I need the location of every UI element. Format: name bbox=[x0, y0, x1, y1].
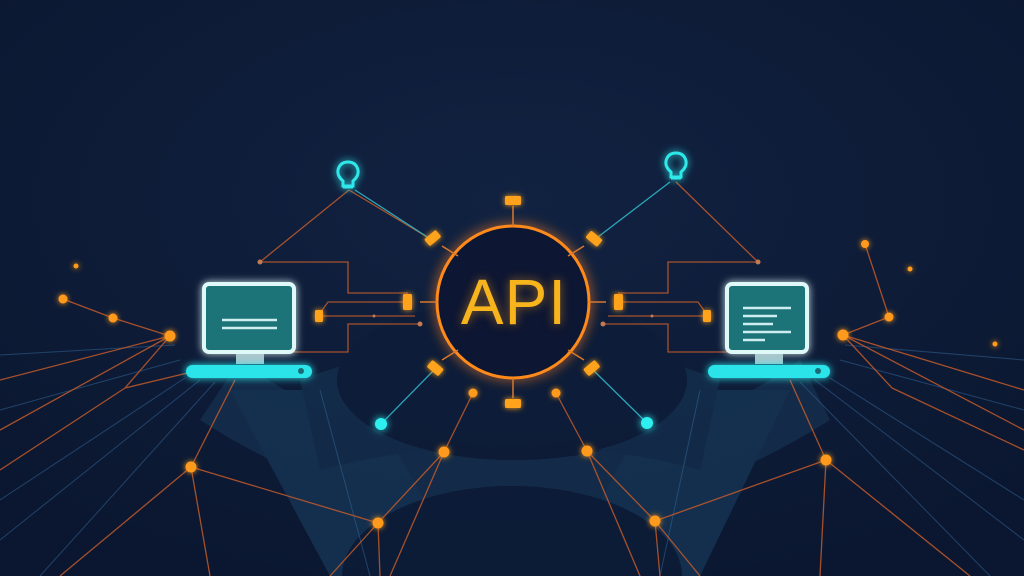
bulb-icon-right bbox=[664, 151, 688, 180]
api-hub bbox=[315, 196, 711, 408]
network-lines-cyan bbox=[354, 181, 671, 425]
network-lines-orange bbox=[0, 181, 1024, 576]
cyan-nodes bbox=[375, 417, 653, 430]
orange-nodes bbox=[58, 240, 998, 529]
perspective-lines-blue bbox=[0, 344, 1024, 576]
bulb-icon-left bbox=[336, 160, 360, 189]
computer-icon-left bbox=[186, 282, 312, 378]
trace-end-dots bbox=[257, 259, 761, 327]
computer-icon-right bbox=[708, 282, 830, 378]
api-hub-connectors bbox=[315, 196, 711, 408]
api-label: API bbox=[460, 266, 568, 338]
